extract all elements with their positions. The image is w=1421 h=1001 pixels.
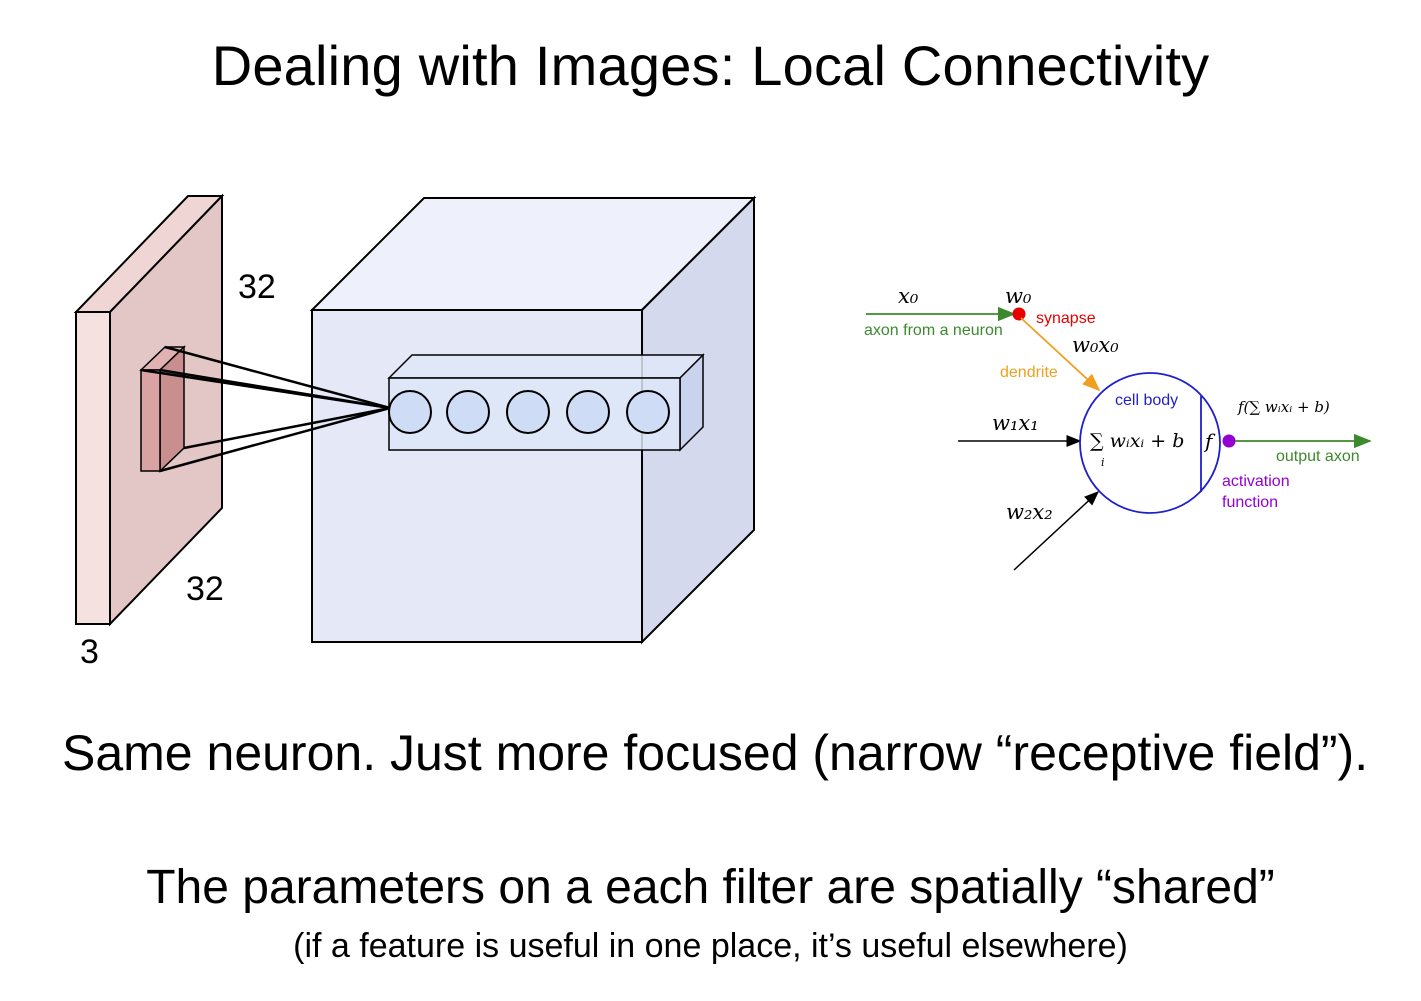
neuron-column <box>387 353 705 452</box>
activation-dot <box>1222 434 1236 448</box>
synapse-dot <box>1012 307 1026 321</box>
connection-lines <box>140 345 391 473</box>
dendrite-label: dendrite <box>1000 364 1058 381</box>
w2x2-label: w₂x₂ <box>1006 500 1053 524</box>
activation-label-line-2: function <box>1222 494 1278 511</box>
sum-index: i <box>1101 456 1105 469</box>
neuron-1 <box>388 390 432 434</box>
neuron-5 <box>626 390 670 434</box>
output-axon-label: output axon <box>1276 448 1360 465</box>
axon-label: axon from a neuron <box>864 322 1003 339</box>
input-volume-front <box>75 311 111 625</box>
synapse-label: synapse <box>1036 310 1096 327</box>
volume-diagram: 32 32 3 <box>73 193 757 671</box>
receptive-field <box>139 345 186 473</box>
caption-shared-parameters: The parameters on a each filter are spat… <box>146 861 1275 914</box>
neuron-4 <box>566 390 610 434</box>
dendrite-line <box>1020 317 1101 392</box>
sum-expression: ∑ wᵢxᵢ + b <box>1090 430 1184 452</box>
neuron-3 <box>506 390 550 434</box>
neuron-model-diagram: x₀ w₀ axon from a neuron synapse w₀x₀ de… <box>864 284 1372 571</box>
x0-label: x₀ <box>898 284 919 308</box>
output-expression: f(∑ wᵢxᵢ + b) <box>1237 398 1330 416</box>
neuron-2 <box>446 390 490 434</box>
input-height-label: 32 <box>238 268 276 306</box>
w2x2-arrow <box>1013 490 1100 571</box>
caption-receptive-field: Same neuron. Just more focused (narrow “… <box>62 725 1369 781</box>
caption-note: (if a feature is useful in one place, it… <box>293 927 1128 965</box>
w1x1-label: w₁x₁ <box>992 411 1039 435</box>
cell-body <box>1079 372 1221 514</box>
cell-body-label: cell body <box>1115 392 1178 409</box>
input-depth-label: 3 <box>80 633 99 671</box>
w0x0-label: w₀x₀ <box>1072 333 1119 357</box>
input-width-label: 32 <box>186 570 224 608</box>
slide-title: Dealing with Images: Local Connectivity <box>211 34 1210 97</box>
activation-label-line-1: activation <box>1222 473 1290 490</box>
w0-label: w₀ <box>1005 284 1032 308</box>
